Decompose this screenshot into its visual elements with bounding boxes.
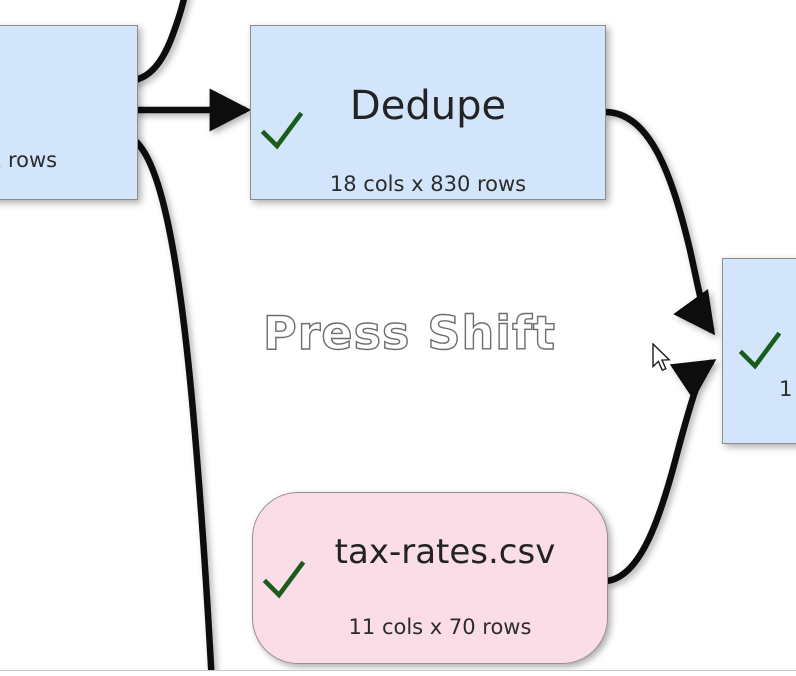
green-check-icon [259, 109, 305, 155]
node-left-subtitle: x rows [0, 148, 58, 172]
edge-left-up-offscreen [129, 0, 188, 84]
green-check-icon [261, 558, 307, 604]
node-right-subtitle: 1 [779, 377, 793, 401]
node-dedupe-title: Dedupe [349, 83, 507, 129]
edge-dedupe-to-right [604, 108, 716, 336]
canvas-bottom-border [0, 670, 796, 676]
node-tax-rates-subtitle: 11 cols x 70 rows [348, 615, 532, 639]
mouse-cursor [652, 343, 674, 375]
node-dedupe[interactable]: Dedupe 18 cols x 830 rows [250, 25, 606, 200]
green-check-icon [737, 329, 783, 375]
node-left-partial[interactable]: x rows [0, 25, 138, 200]
node-right-partial[interactable]: 1 [722, 258, 796, 444]
press-shift-hint: Press Shift [262, 305, 557, 360]
edge-left-down-offscreen [130, 136, 215, 676]
edge-taxrates-to-right [605, 359, 717, 585]
node-dedupe-subtitle: 18 cols x 830 rows [329, 172, 527, 196]
node-tax-rates-title: tax-rates.csv [334, 532, 556, 572]
node-tax-rates-csv[interactable]: tax-rates.csv 11 cols x 70 rows [252, 492, 608, 664]
